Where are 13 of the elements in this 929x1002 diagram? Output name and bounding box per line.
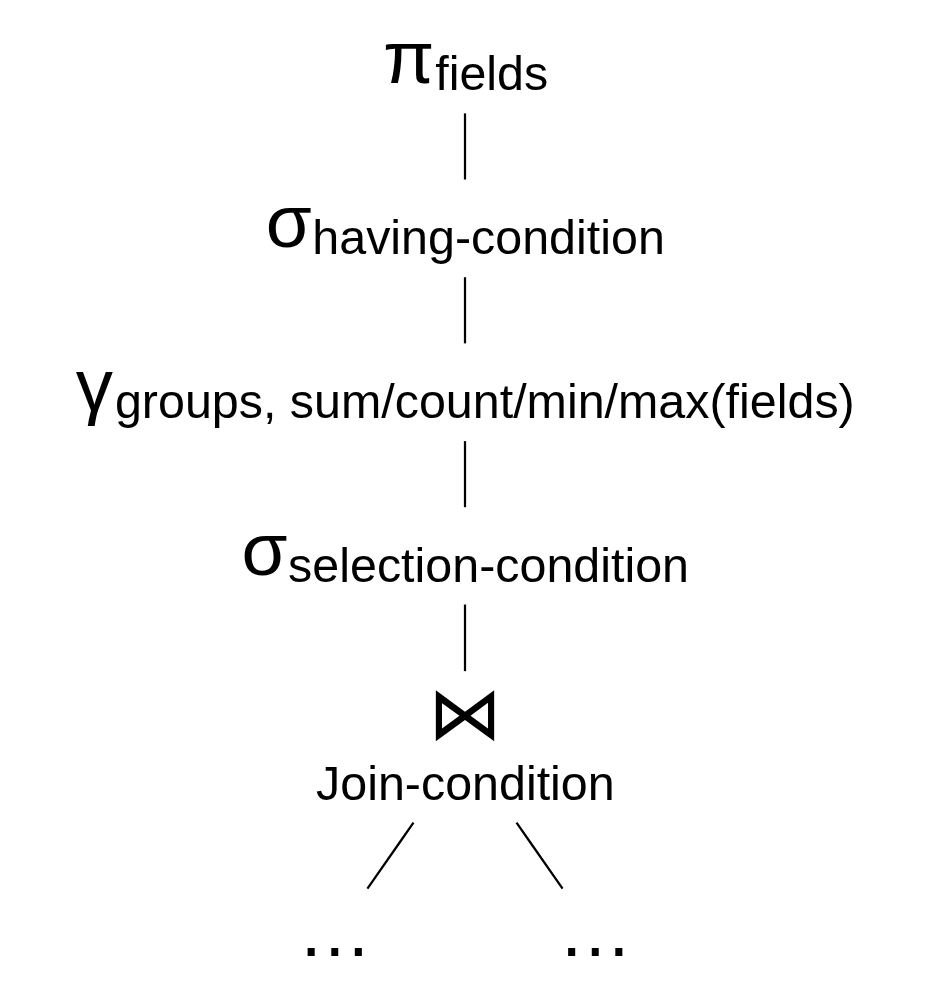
connector (366, 822, 414, 890)
connector (463, 113, 466, 180)
connector (463, 441, 466, 508)
node-text: σselection-condition (241, 507, 689, 592)
connector (515, 822, 563, 890)
node-text: … (296, 889, 372, 973)
node-text: ⋈ Join-condition (315, 672, 615, 811)
node-text: πfields (382, 15, 548, 101)
node-text: … (557, 889, 633, 973)
node-text: γgroups, sum/count/min/max(fields) (75, 343, 855, 428)
connector (463, 604, 466, 672)
connector (463, 277, 466, 344)
node-text: σhaving-condition (265, 179, 665, 264)
